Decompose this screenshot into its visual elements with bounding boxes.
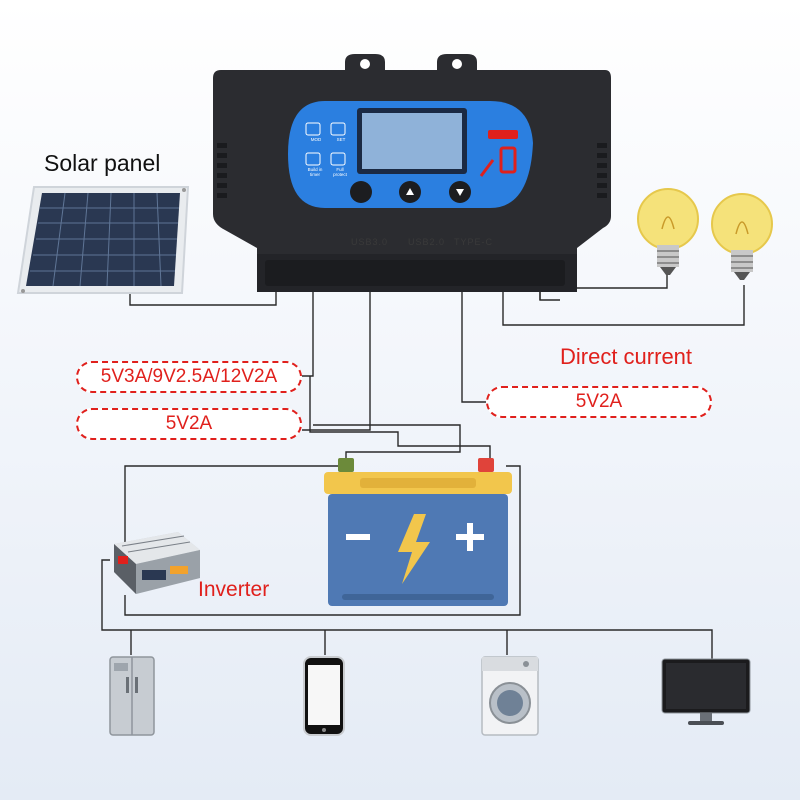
wire-battery-neg: [313, 424, 461, 458]
clock-icon: Build in timer: [307, 167, 323, 177]
controller-button-protect[interactable]: Full protect: [331, 153, 347, 177]
wire-bulb-right: [502, 285, 745, 326]
refrigerator-icon: [109, 656, 155, 736]
wire-usb-multi: [300, 285, 314, 377]
wire-solar: [129, 285, 277, 306]
light-bulb-icon: [711, 193, 773, 280]
controller-button-timer[interactable]: Build in timer: [306, 153, 323, 177]
monitor-icon: [661, 658, 751, 725]
wire-usb-main: [302, 285, 371, 431]
wire-battery-neg-out: [124, 465, 338, 545]
charge-controller: [213, 54, 611, 292]
inverter-icon: [114, 532, 200, 594]
controller-button-mod[interactable]: MOD: [306, 123, 322, 142]
usb-multi-spec: 5V3A/9V2.5A/12V2A: [76, 361, 302, 393]
battery-icon: [324, 458, 512, 606]
port-label-usb3: USB3.0: [351, 237, 389, 247]
port-label-usb2: USB2.0: [408, 237, 446, 247]
wire-battery-pos-out: [124, 465, 521, 616]
controller-button-set[interactable]: SET: [331, 123, 346, 142]
controller-button-left[interactable]: [350, 181, 372, 203]
washing-machine-icon: [481, 656, 539, 736]
solar-panel-icon: [16, 186, 190, 294]
wire-battery-pos: [309, 376, 491, 458]
inverter-label: Inverter: [198, 578, 270, 601]
usb-main-spec: 5V2A: [76, 408, 302, 440]
light-bulb-icon: [637, 188, 699, 275]
port-label-typec: TYPE-C: [454, 237, 494, 247]
solar-panel-label: Solar panel: [44, 150, 161, 176]
wire-inverter-bus: [101, 559, 713, 660]
mode-icon: MOD: [310, 137, 322, 142]
lock-icon: Full protect: [333, 167, 347, 177]
direct-current-label: Direct current: [560, 344, 693, 369]
typec-spec: 5V2A: [486, 386, 712, 418]
wire-typec: [461, 285, 486, 403]
controller-button-down[interactable]: [449, 181, 471, 203]
smartphone-icon: [303, 656, 345, 736]
gear-icon: SET: [336, 137, 346, 142]
controller-button-up[interactable]: [399, 181, 421, 203]
